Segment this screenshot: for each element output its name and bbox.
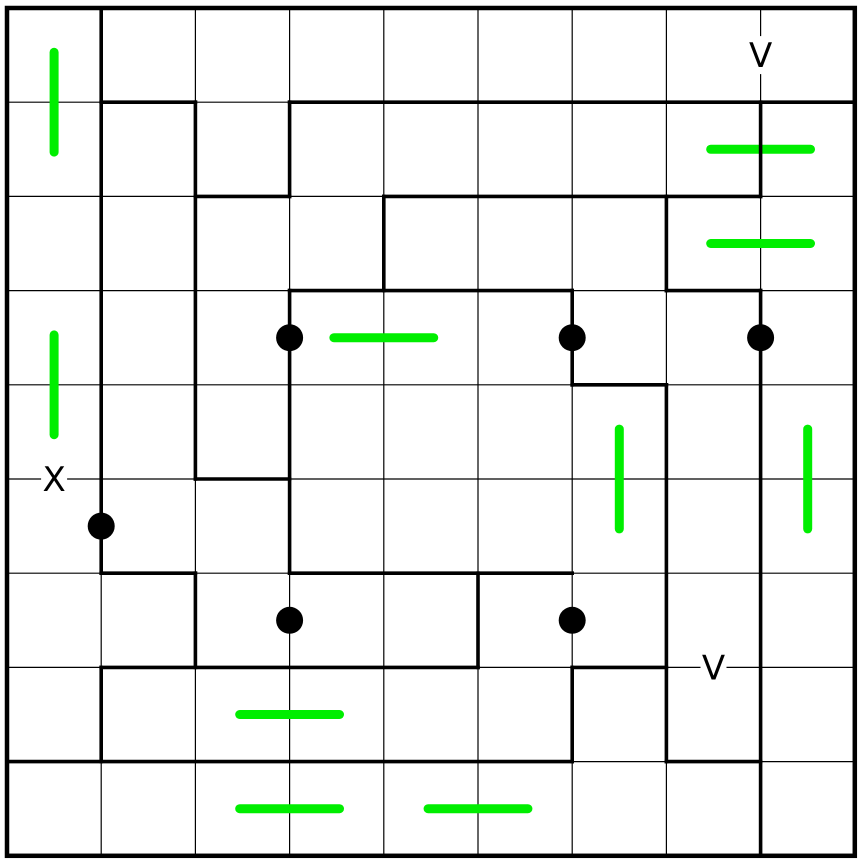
cell-r3c3[interactable] bbox=[195, 196, 290, 291]
region-borders bbox=[5, 6, 857, 858]
black-dot-1 bbox=[276, 324, 304, 352]
cell-r9c8[interactable] bbox=[666, 761, 761, 856]
cell-r1c3[interactable] bbox=[195, 8, 290, 103]
cell-r1c4[interactable] bbox=[289, 8, 384, 103]
cell-r7c4[interactable] bbox=[289, 573, 384, 668]
cell-r1c8[interactable] bbox=[666, 8, 761, 103]
cell-r1c5[interactable] bbox=[383, 8, 478, 103]
cell-r4c7[interactable] bbox=[572, 290, 667, 385]
black-dot-3 bbox=[747, 324, 775, 352]
cell-r3c2[interactable] bbox=[101, 196, 196, 291]
cell-r2c2[interactable] bbox=[101, 102, 196, 197]
cell-r7c9[interactable] bbox=[760, 573, 855, 668]
black-dots bbox=[87, 324, 775, 634]
cell-r9c7[interactable] bbox=[572, 761, 667, 856]
edge-clue-3: V bbox=[702, 648, 725, 688]
cell-r5c6[interactable] bbox=[478, 384, 573, 479]
edge-clues: V X V bbox=[41, 36, 774, 688]
cell-r3c1[interactable] bbox=[7, 196, 102, 291]
edge-clue-bg-1 bbox=[747, 36, 774, 75]
cell-r2c4[interactable] bbox=[289, 102, 384, 197]
edge-clue-bg-3 bbox=[700, 648, 727, 687]
cell-r4c9[interactable] bbox=[760, 290, 855, 385]
cell-r4c8[interactable] bbox=[666, 290, 761, 385]
cell-r2c3[interactable] bbox=[195, 102, 290, 197]
cell-r8c5[interactable] bbox=[383, 667, 478, 762]
cell-r5c4[interactable] bbox=[289, 384, 384, 479]
edge-clue-2: X bbox=[42, 460, 65, 500]
cell-r9c1[interactable] bbox=[7, 761, 102, 856]
black-dot-2 bbox=[558, 324, 586, 352]
cell-r8c1[interactable] bbox=[7, 667, 102, 762]
cell-r5c5[interactable] bbox=[383, 384, 478, 479]
cell-r1c2[interactable] bbox=[101, 8, 196, 103]
cell-r5c3[interactable] bbox=[195, 384, 290, 479]
cell-r3c6[interactable] bbox=[478, 196, 573, 291]
cell-r8c6[interactable] bbox=[478, 667, 573, 762]
cell-r5c8[interactable] bbox=[666, 384, 761, 479]
cell-r2c7[interactable] bbox=[572, 102, 667, 197]
cell-r6c2[interactable] bbox=[101, 479, 196, 574]
cell-r3c7[interactable] bbox=[572, 196, 667, 291]
cell-r7c1[interactable] bbox=[7, 573, 102, 668]
black-dot-6 bbox=[558, 606, 586, 634]
cell-r1c6[interactable] bbox=[478, 8, 573, 103]
edge-clue-bg-2 bbox=[41, 460, 68, 498]
cell-r2c5[interactable] bbox=[383, 102, 478, 197]
cell-r8c2[interactable] bbox=[101, 667, 196, 762]
cell-r7c7[interactable] bbox=[572, 573, 667, 668]
grid-cells[interactable] bbox=[7, 8, 855, 856]
cell-r6c4[interactable] bbox=[289, 479, 384, 574]
cell-r3c5[interactable] bbox=[383, 196, 478, 291]
cell-r7c6[interactable] bbox=[478, 573, 573, 668]
cell-r7c2[interactable] bbox=[101, 573, 196, 668]
cell-r7c5[interactable] bbox=[383, 573, 478, 668]
black-dot-4 bbox=[87, 512, 115, 540]
cell-r4c2[interactable] bbox=[101, 290, 196, 385]
cell-r8c9[interactable] bbox=[760, 667, 855, 762]
cell-r8c7[interactable] bbox=[572, 667, 667, 762]
outer-border bbox=[4, 5, 858, 859]
cell-r2c6[interactable] bbox=[478, 102, 573, 197]
cell-r5c2[interactable] bbox=[101, 384, 196, 479]
cell-r9c2[interactable] bbox=[101, 761, 196, 856]
cell-r7c3[interactable] bbox=[195, 573, 290, 668]
cell-r6c5[interactable] bbox=[383, 479, 478, 574]
edge-clue-1: V bbox=[749, 36, 772, 76]
cell-r3c4[interactable] bbox=[289, 196, 384, 291]
green-bars bbox=[49, 47, 816, 814]
cell-r6c8[interactable] bbox=[666, 479, 761, 574]
cell-r1c9[interactable] bbox=[760, 8, 855, 103]
cell-r4c3[interactable] bbox=[195, 290, 290, 385]
cell-r9c9[interactable] bbox=[760, 761, 855, 856]
black-dot-5 bbox=[276, 606, 304, 634]
cell-r6c6[interactable] bbox=[478, 479, 573, 574]
cell-r6c3[interactable] bbox=[195, 479, 290, 574]
cell-r4c6[interactable] bbox=[478, 290, 573, 385]
cell-r1c7[interactable] bbox=[572, 8, 667, 103]
